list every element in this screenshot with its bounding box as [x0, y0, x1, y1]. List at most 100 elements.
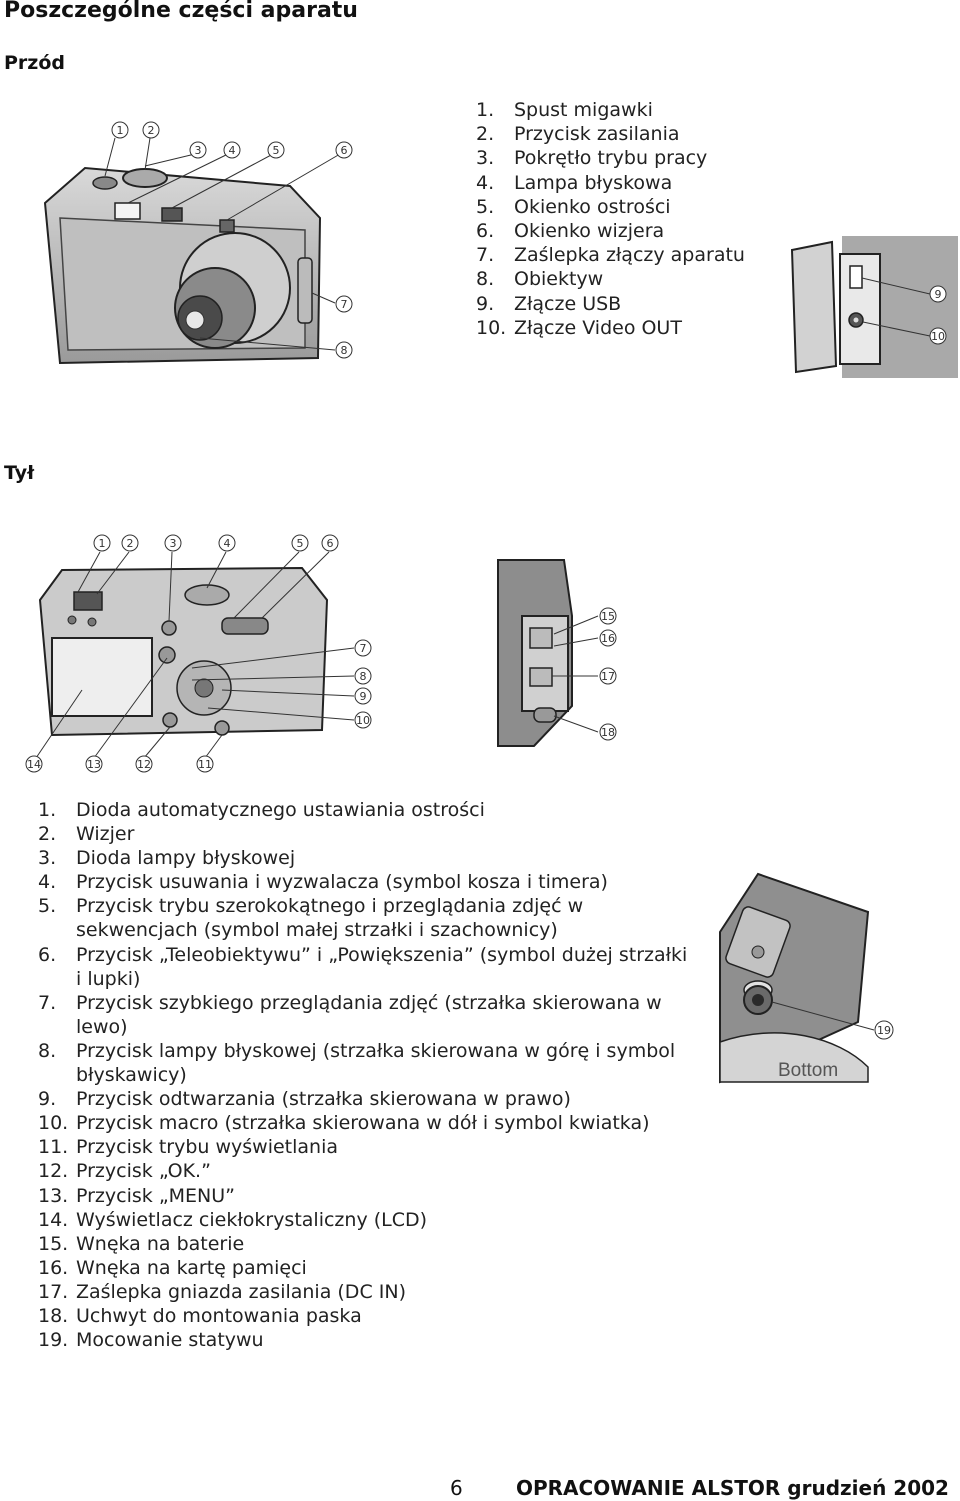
svg-text:19: 19 [877, 1024, 891, 1037]
bottom-camera-illustration: 19 Bottom [719, 872, 894, 1084]
front-callout-7: 7 [335, 295, 353, 313]
list-item: 5.Okienko ostrości [476, 195, 671, 218]
rear-callout-8: 8 [354, 667, 372, 685]
rear-callout-9: 9 [354, 687, 372, 705]
rear-callout-11: 11 [196, 755, 214, 773]
list-item: 3.Pokrętło trybu pracy [476, 147, 708, 170]
bottom-view-label: Bottom [778, 1060, 838, 1081]
svg-text:1: 1 [117, 124, 124, 137]
rear-callout-5: 5 [291, 534, 309, 552]
list-item: 14.Wyświetlacz ciekłokrystaliczny (LCD) [38, 1208, 428, 1231]
list-item: 1.Spust migawki [476, 99, 653, 121]
front-callout-2: 2 [142, 121, 160, 139]
svg-text:15: 15 [601, 610, 615, 623]
side-camera-illustration: 15 16 17 18 [497, 559, 617, 747]
list-item: 10.Przycisk macro (strzałka skierowana w… [38, 1112, 650, 1135]
svg-text:6: 6 [327, 537, 334, 550]
rear-callout-10: 10 [354, 711, 372, 729]
rear-callout-1: 1 [93, 534, 111, 552]
svg-text:1: 1 [99, 537, 106, 550]
svg-text:2: 2 [148, 124, 155, 137]
list-item: 16.Wnęka na kartę pamięci [38, 1256, 307, 1279]
list-item: 10.Złącze Video OUT [476, 316, 682, 339]
list-item: 5.Przycisk trybu szerokokątnego i przegl… [38, 895, 584, 942]
svg-text:4: 4 [224, 537, 231, 550]
svg-text:14: 14 [27, 758, 41, 771]
list-item: 8.Obiektyw [476, 268, 604, 291]
section-heading-front: Przód [4, 52, 66, 74]
list-item: 2.Wizjer [38, 823, 135, 846]
list-item: 17.Zaślepka gniazda zasilania (DC IN) [38, 1280, 406, 1303]
svg-text:7: 7 [360, 642, 367, 655]
rear-callout-2: 2 [121, 534, 139, 552]
rear-callout-14: 14 [25, 755, 43, 773]
front-callout-8: 8 [335, 341, 353, 359]
port-callout-9: 9 [929, 285, 947, 303]
svg-text:5: 5 [273, 144, 280, 157]
svg-text:3: 3 [195, 144, 202, 157]
list-item: 9.Złącze USB [476, 292, 622, 315]
list-item: 13.Przycisk „MENU” [38, 1184, 236, 1207]
list-item: 7.Zaślepka złączy aparatu [476, 244, 745, 267]
svg-text:11: 11 [198, 758, 212, 771]
svg-text:3: 3 [170, 537, 177, 550]
list-item: 7.Przycisk szybkiego przeglądania zdjęć … [38, 991, 662, 1038]
list-item: 3.Dioda lampy błyskowej [38, 847, 296, 870]
svg-text:5: 5 [297, 537, 304, 550]
side-callout-16: 16 [599, 629, 617, 647]
svg-text:16: 16 [601, 632, 615, 645]
svg-text:13: 13 [87, 758, 101, 771]
list-item: 2.Przycisk zasilania [476, 123, 680, 146]
svg-text:7: 7 [341, 298, 348, 311]
rear-callout-13: 13 [85, 755, 103, 773]
section-heading-rear: Tył [4, 462, 35, 484]
front-callout-5: 5 [267, 141, 285, 159]
rear-callout-3: 3 [164, 534, 182, 552]
page-number: 6 [450, 1476, 463, 1500]
svg-text:10: 10 [931, 330, 945, 343]
svg-text:12: 12 [137, 758, 151, 771]
list-item: 1.Dioda automatycznego ustawiania ostroś… [38, 799, 485, 821]
list-item: 11.Przycisk trybu wyświetlania [38, 1136, 338, 1159]
footer-text: OPRACOWANIE ALSTOR grudzień 2002 [516, 1476, 949, 1500]
list-item: 19.Mocowanie statywu [38, 1329, 264, 1352]
list-item: 8.Przycisk lampy błyskowej (strzałka ski… [38, 1039, 676, 1087]
bottom-callout-19: 19 [874, 1020, 894, 1040]
side-callout-17: 17 [599, 667, 617, 685]
rear-callout-12: 12 [135, 755, 153, 773]
svg-text:2: 2 [127, 537, 134, 550]
rear-callout-4: 4 [218, 534, 236, 552]
list-item: 6.Okienko wizjera [476, 220, 665, 243]
front-parts-list: 1.Spust migawki 2.Przycisk zasilania 3.P… [470, 98, 745, 340]
rear-callout-6: 6 [321, 534, 339, 552]
front-callout-3: 3 [189, 141, 207, 159]
front-camera-illustration: 1 2 3 4 5 6 7 8 [43, 121, 353, 365]
page-title: Poszczególne części aparatu [4, 0, 358, 23]
svg-text:10: 10 [356, 714, 370, 727]
side-callout-15: 15 [599, 607, 617, 625]
svg-text:8: 8 [341, 344, 348, 357]
svg-text:18: 18 [601, 726, 615, 739]
rear-parts-list: 1.Dioda automatycznego ustawiania ostroś… [38, 798, 688, 1352]
list-item: 4.Przycisk usuwania i wyzwalacza (symbol… [38, 871, 608, 894]
port-callout-10: 10 [929, 327, 947, 345]
list-item: 18.Uchwyt do montowania paska [38, 1304, 362, 1327]
svg-text:9: 9 [360, 690, 367, 703]
rear-callout-7: 7 [354, 639, 372, 657]
svg-text:6: 6 [341, 144, 348, 157]
svg-text:9: 9 [935, 288, 942, 301]
front-callout-1: 1 [111, 121, 129, 139]
ports-detail-illustration: 9 10 [790, 236, 958, 378]
side-callout-18: 18 [599, 723, 617, 741]
rear-camera-illustration: 1 2 3 4 5 6 7 8 9 10 14 13 12 11 [25, 534, 372, 773]
list-item: 4.Lampa błyskowa [476, 171, 673, 194]
svg-text:4: 4 [229, 144, 236, 157]
svg-text:17: 17 [601, 670, 615, 683]
svg-text:8: 8 [360, 670, 367, 683]
list-item: 9.Przycisk odtwarzania (strzałka skierow… [38, 1088, 571, 1111]
front-callout-6: 6 [335, 141, 353, 159]
front-callout-4: 4 [223, 141, 241, 159]
list-item: 12.Przycisk „OK.” [38, 1160, 211, 1183]
list-item: 15.Wnęka na baterie [38, 1232, 245, 1255]
list-item: 6.Przycisk „Teleobiektywu” i „Powiększen… [38, 943, 688, 990]
